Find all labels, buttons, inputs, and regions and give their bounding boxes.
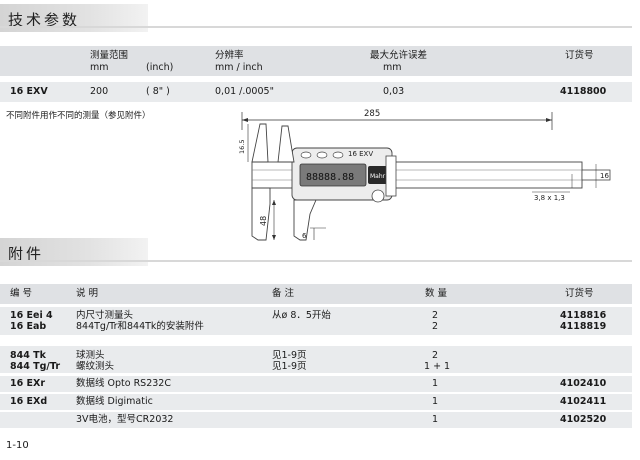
header-max-error-unit: mm (383, 62, 402, 73)
dim-rod-section: 3,8 x 1,3 (534, 194, 565, 202)
acc-row-remarks: 从ø 8．5开始 (272, 310, 331, 321)
acc-row-order-no: 4102411 (560, 396, 607, 407)
acc-row-qty: 1 + 1 (424, 361, 451, 372)
page-number: 1-10 (6, 440, 29, 451)
acc-row-code: 16 EXd (10, 396, 48, 407)
lcd-digits: 88888.88 (306, 172, 354, 183)
header-max-error-cn: 最大允许误差 (370, 50, 428, 61)
display-brand: Mahr (370, 173, 386, 180)
acc-row-5 (0, 412, 632, 428)
dim-upper-jaw: 16.5 (238, 140, 246, 154)
acc-row-qty: 2 (432, 321, 439, 332)
display-model: 16 EXV (348, 150, 373, 158)
header-resolution-cn: 分辨率 (215, 50, 244, 61)
header-range-mm: mm (90, 62, 109, 73)
acc-header-code: 编 号 (10, 288, 33, 299)
spec-range-inch: ( 8" ) (146, 86, 170, 97)
acc-row-description: 3V电池，型号CR2032 (76, 414, 174, 425)
caliper-drawing: 285 88888.88 Mahr 16 EXV 16.5 48 6 3,8 x… (238, 109, 611, 241)
acc-row-description: 内尺寸测量头 (76, 310, 134, 321)
caliper-button-right (332, 151, 344, 159)
acc-header-remarks: 备 注 (272, 288, 295, 299)
acc-row-qty: 1 (432, 414, 439, 425)
dim-lower-jaw: 48 (259, 216, 268, 226)
acc-row-order-no: 4102520 (560, 414, 607, 425)
accessories-section-band-tail (0, 260, 632, 262)
dim-step-height: 6 (302, 232, 307, 240)
fixed-jaw-upper (251, 123, 269, 163)
accessories-table-header (0, 284, 632, 304)
acc-row-order-no: 4102410 (560, 378, 607, 389)
slider-jaw-lower (293, 199, 317, 241)
acc-row-description: 螺纹测头 (76, 361, 115, 372)
tech-table-header (0, 46, 632, 76)
acc-header-description: 说 明 (76, 288, 99, 299)
slider-jaw-upper (277, 125, 295, 163)
acc-row-3 (0, 376, 632, 392)
tech-section-title: 技术参数 (8, 11, 81, 29)
acc-row-code: 16 EXr (10, 378, 46, 389)
header-range-inch: (inch) (146, 62, 174, 73)
caliper-button-mid (316, 151, 328, 159)
fixed-jaw-lower (251, 187, 271, 241)
header-resolution-units: mm / inch (215, 62, 263, 73)
spec-resolution: 0,01 /.0005" (215, 86, 274, 97)
spec-order-no: 4118800 (560, 86, 607, 97)
accessory-usage-note: 不同附件用作不同的测量（参见附件） (6, 111, 151, 121)
acc-row-description: 数据线 Opto RS232C (76, 378, 171, 389)
acc-row-code: 16 Eei 4 (10, 310, 53, 321)
acc-row-description: 球测头 (76, 350, 105, 361)
dim-rod-length: 16 (600, 172, 609, 180)
spec-model: 16 EXV (10, 86, 48, 97)
acc-row-qty: 1 (432, 396, 439, 407)
acc-row-remarks: 见1-9页 (272, 350, 307, 361)
accessories-section-title: 附件 (8, 245, 45, 263)
acc-row-qty: 2 (432, 350, 439, 361)
acc-row-description: 数据线 Digimatic (76, 396, 153, 407)
acc-row-code: 844 Tg/Tr (10, 361, 61, 372)
acc-row-4 (0, 394, 632, 410)
caliper-button-left (300, 151, 312, 159)
acc-header-order-no: 订货号 (565, 288, 594, 299)
acc-row-qty: 2 (432, 310, 439, 321)
acc-header-qty: 数 量 (425, 288, 448, 299)
acc-row-remarks: 见1-9页 (272, 361, 307, 372)
tech-table-row (0, 82, 632, 102)
thumb-wheel (371, 189, 385, 203)
header-order-no: 订货号 (565, 50, 594, 61)
acc-row-group-1 (0, 307, 632, 335)
spec-max-error: 0,03 (383, 86, 405, 97)
header-range-cn: 测量范围 (90, 50, 129, 61)
acc-row-description: 844Tg/Tr和844Tk的安装附件 (76, 321, 204, 332)
acc-row-qty: 1 (432, 378, 439, 389)
dim-overall-length: 285 (364, 109, 380, 119)
tech-section-band-tail (0, 26, 632, 28)
acc-row-order-no: 4118816 (560, 310, 607, 321)
acc-row-code: 844 Tk (10, 350, 46, 361)
acc-row-group-2 (0, 346, 632, 373)
acc-row-code: 16 Eab (10, 321, 47, 332)
spec-range-mm: 200 (90, 86, 109, 97)
acc-row-order-no: 4118819 (560, 321, 607, 332)
beam-clamp (385, 155, 397, 197)
lcd-display (299, 163, 367, 187)
